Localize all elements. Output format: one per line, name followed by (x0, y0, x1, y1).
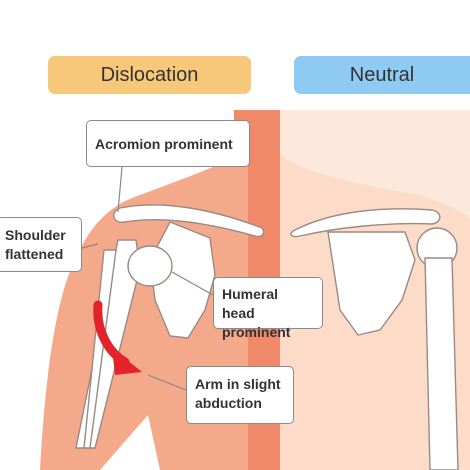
humeral-callout: Humeral head prominent (213, 277, 323, 340)
dislocation-heading-label: Dislocation (100, 63, 199, 86)
shoulder-pointer (81, 243, 99, 249)
dislocation-humeral-head (127, 245, 173, 287)
acromion-callout: Acromion prominent (86, 120, 250, 167)
humeral-pointer (171, 271, 214, 296)
neutral-heading-label: Neutral (349, 63, 415, 86)
dislocation-heading: Dislocation (48, 56, 251, 94)
arm-callout: Arm in slight abduction (186, 366, 294, 424)
arm-pointer (147, 374, 187, 391)
abduction-arrow-head (112, 348, 142, 375)
neutral-humerus-shaft (424, 257, 459, 470)
neutral-bones (290, 208, 459, 470)
dislocation-clavicle (113, 204, 265, 238)
neutral-scapula (327, 231, 416, 336)
neutral-clavicle (290, 208, 441, 238)
neutral-heading: Neutral (294, 56, 470, 94)
acromion-pointer (117, 166, 123, 213)
shoulder-callout: Shoulder flattened (0, 217, 82, 272)
callout-pointers (81, 166, 214, 391)
dislocation-forearm-bone (83, 249, 117, 449)
